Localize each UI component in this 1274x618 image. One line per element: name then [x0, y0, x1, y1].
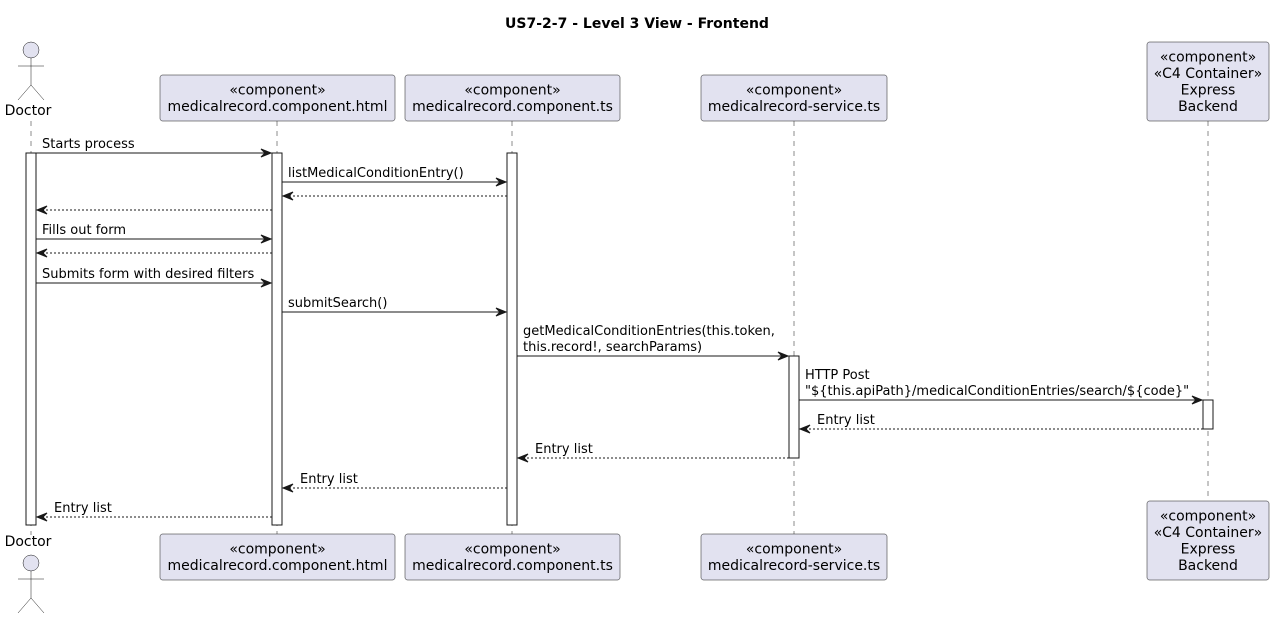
- participant-box: [700, 74, 888, 122]
- message-1: Starts process: [36, 137, 273, 158]
- message-label: submitSearch(): [288, 296, 387, 311]
- message-5: Fills out form: [36, 223, 273, 244]
- message-label: "${this.apiPath}/medicalConditionEntries…: [805, 384, 1189, 399]
- arrowhead-icon: [495, 177, 508, 187]
- participant-ts-top: «component»medicalrecord.component.ts: [404, 74, 621, 122]
- participant-box: [404, 533, 621, 581]
- participant-service-top: «component»medicalrecord-service.ts: [700, 74, 888, 122]
- arrowhead-icon: [516, 453, 529, 463]
- participant-label: Express: [1181, 83, 1236, 99]
- participant-html-top: «component»medicalrecord.component.html: [159, 74, 396, 122]
- activation-bar-service: [788, 355, 800, 459]
- arrowhead-icon: [281, 483, 294, 493]
- message-label: Entry list: [535, 442, 593, 457]
- actor-bottom: Doctor: [5, 534, 52, 614]
- participant-box: [1146, 500, 1270, 581]
- participant-html-bottom: «component»medicalrecord.component.html: [159, 533, 396, 581]
- participant-label: medicalrecord-service.ts: [708, 558, 880, 574]
- participant-label: «component»: [464, 83, 560, 99]
- message-label: Entry list: [817, 413, 875, 428]
- arrowhead-icon: [281, 191, 294, 201]
- arrowhead-icon: [35, 248, 48, 258]
- message-2: listMedicalConditionEntry(): [282, 166, 508, 187]
- participant-label: «C4 Container»: [1154, 66, 1262, 82]
- participant-label: «component»: [229, 83, 325, 99]
- message-11: Entry list: [798, 413, 1203, 434]
- message-12: Entry list: [516, 442, 789, 463]
- activation-bar-backend: [1202, 399, 1214, 430]
- message-13: Entry list: [281, 472, 507, 493]
- participant-label: medicalrecord.component.ts: [412, 99, 613, 115]
- message-label: getMedicalConditionEntries(this.token,: [523, 324, 775, 339]
- arrowhead-icon: [35, 205, 48, 215]
- messages: Starts process listMedicalConditionEntry(…: [35, 137, 1204, 522]
- participant-label: «component»: [1160, 509, 1256, 525]
- participant-label: Backend: [1178, 99, 1238, 115]
- actor-label: Doctor: [5, 534, 52, 550]
- message-label: Submits form with desired filters: [42, 267, 254, 282]
- message-label: listMedicalConditionEntry(): [288, 166, 464, 181]
- activation-bar-doctor: [25, 152, 37, 526]
- arrowhead-icon: [35, 512, 48, 522]
- message-label: HTTP Post: [805, 368, 870, 383]
- message-10: HTTP Post"${this.apiPath}/medicalConditi…: [799, 368, 1204, 405]
- arrowhead-icon: [260, 278, 273, 288]
- actor-head-icon: [22, 41, 40, 59]
- participant-label: «component»: [464, 542, 560, 558]
- participant-box: [700, 533, 888, 581]
- participant-label: «component»: [1160, 50, 1256, 66]
- message-label: this.record!, searchParams): [523, 340, 702, 355]
- message-6: [35, 248, 272, 258]
- message-7: Submits form with desired filters: [36, 267, 273, 288]
- arrowhead-icon: [798, 424, 811, 434]
- participants-top: Doctor«component»medicalrecord.component…: [5, 41, 1270, 122]
- participant-label: medicalrecord-service.ts: [708, 99, 880, 115]
- participant-label: medicalrecord.component.html: [168, 558, 388, 574]
- arrowhead-icon: [1191, 395, 1204, 405]
- actor-label: Doctor: [5, 103, 52, 119]
- message-label: Entry list: [300, 472, 358, 487]
- participant-service-bottom: «component»medicalrecord-service.ts: [700, 533, 888, 581]
- participant-label: «component»: [746, 542, 842, 558]
- participant-label: «component»: [229, 542, 325, 558]
- participant-label: Express: [1181, 542, 1236, 558]
- participant-label: «C4 Container»: [1154, 525, 1262, 541]
- message-label: Entry list: [54, 501, 112, 516]
- activation-bar-html: [271, 152, 283, 526]
- arrowhead-icon: [495, 307, 508, 317]
- diagram-title: US7-2-7 - Level 3 View - Frontend: [505, 16, 769, 32]
- message-label: Starts process: [42, 137, 135, 152]
- message-8: submitSearch(): [282, 296, 508, 317]
- participants-bottom: Doctor«component»medicalrecord.component…: [5, 500, 1270, 614]
- participant-box: [1146, 41, 1270, 122]
- activation-bar-ts: [506, 152, 518, 526]
- participant-label: medicalrecord.component.ts: [412, 558, 613, 574]
- participant-label: Backend: [1178, 558, 1238, 574]
- participant-ts-bottom: «component»medicalrecord.component.ts: [404, 533, 621, 581]
- participant-label: «component»: [746, 83, 842, 99]
- participant-box: [159, 533, 396, 581]
- arrowhead-icon: [260, 234, 273, 244]
- message-4: [35, 205, 272, 215]
- participant-box: [159, 74, 396, 122]
- message-label: Fills out form: [42, 223, 126, 238]
- arrowhead-icon: [777, 351, 790, 361]
- message-3: [281, 191, 507, 201]
- message-14: Entry list: [35, 501, 272, 522]
- message-9: getMedicalConditionEntries(this.token,th…: [517, 324, 790, 361]
- activation-bars: [25, 152, 1214, 526]
- arrowhead-icon: [260, 148, 273, 158]
- actor-top: Doctor: [5, 41, 52, 119]
- participant-box: [404, 74, 621, 122]
- participant-label: medicalrecord.component.html: [168, 99, 388, 115]
- actor-head-icon: [22, 554, 40, 572]
